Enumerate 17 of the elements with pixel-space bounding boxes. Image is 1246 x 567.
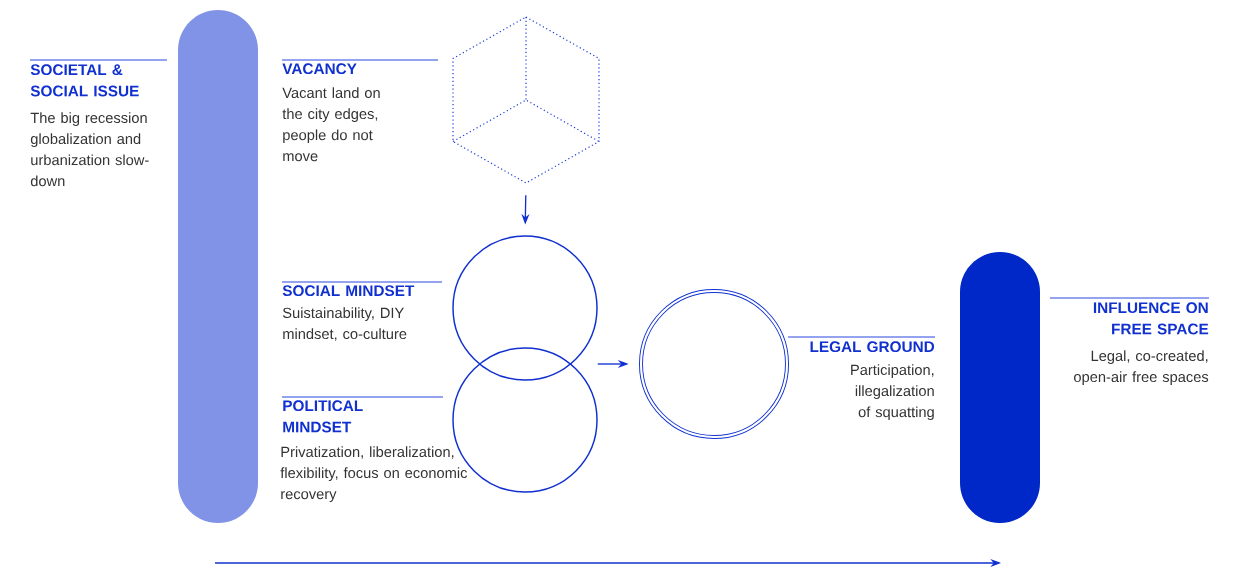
heading: INFLUENCE ON FREE SPACE [1093,302,1209,335]
description: Legal, co-created, open-air free spaces [1074,350,1209,385]
pill-bar [178,10,258,523]
description: Participation, illegalization of squatting [851,364,934,421]
heading: POLITICAL MINDSET [283,400,363,433]
pill-bar [960,252,1040,523]
description: Suistainability, DIY mindset, co-culture [282,307,407,341]
description: Vacant land on the city edges, people do not move [282,87,380,162]
cube-drawing [452,16,600,184]
heading: SOCIAL MINDSET [282,285,415,297]
heading: SOCIETAL & SOCIAL ISSUE [30,64,139,97]
double-circle [639,289,789,439]
heading: LEGAL GROUND [810,341,935,353]
circle [452,235,598,381]
heading: VACANCY [282,63,357,75]
description: Privatization, liberalization, flexibility, focus on economic recovery [280,446,468,503]
description: The big recession globalization and urbanization slow-down [30,112,149,187]
